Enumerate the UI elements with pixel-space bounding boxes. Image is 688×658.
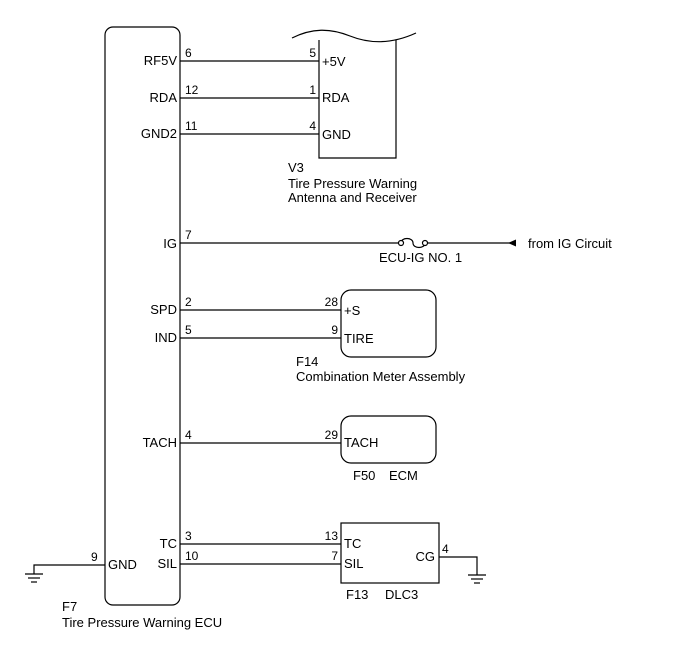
meter-pin-label: TIRE xyxy=(344,331,374,346)
meter-pin-number: 28 xyxy=(325,295,339,309)
meter-pin-label: +S xyxy=(344,303,361,318)
ecu-pin-number: 2 xyxy=(185,295,192,309)
ecm-pin-number: 29 xyxy=(325,428,339,442)
ecu-box xyxy=(104,26,181,606)
ecu-pin-number: 9 xyxy=(91,550,98,564)
ecu-name: Tire Pressure Warning ECU xyxy=(62,615,222,630)
ecm-box xyxy=(340,415,437,464)
receiver-name: Tire Pressure Warning xyxy=(288,176,417,191)
ecu-pin-label: IND xyxy=(155,330,177,345)
ecu-pin-number: 4 xyxy=(185,428,192,442)
ecu-pin-label: GND xyxy=(108,557,137,572)
receiver-pin-label: GND xyxy=(322,127,351,142)
ecu-pin-label: RF5V xyxy=(144,53,178,68)
ecu-pin-label: SIL xyxy=(157,556,177,571)
ecu-code: F7 xyxy=(62,599,77,614)
fuse-terminal-right xyxy=(421,239,429,247)
fuse-terminal-left xyxy=(397,239,405,247)
receiver-code: V3 xyxy=(288,160,304,175)
fuse-symbol xyxy=(400,237,426,249)
dlc3-pin-number: 7 xyxy=(331,549,338,563)
ground-icon xyxy=(25,573,43,583)
arrow-left-icon xyxy=(508,239,516,247)
receiver-pin-label: RDA xyxy=(322,90,350,105)
ig-source-label: from IG Circuit xyxy=(528,236,612,251)
receiver-pin-number: 4 xyxy=(309,119,316,133)
receiver-name: Antenna and Receiver xyxy=(288,190,417,205)
ecu-pin-label: TC xyxy=(160,536,177,551)
dlc3-code: F13 xyxy=(346,587,368,602)
ecm-code: F50 xyxy=(353,468,375,483)
dlc3-box xyxy=(340,522,440,584)
ecu-pin-label: RDA xyxy=(150,90,178,105)
ecm-name: ECM xyxy=(389,468,418,483)
receiver-pin-label: +5V xyxy=(322,54,346,69)
meter-box xyxy=(340,289,437,358)
receiver-box xyxy=(318,40,397,159)
ecu-pin-label: IG xyxy=(163,236,177,251)
ecu-pin-number: 3 xyxy=(185,529,192,543)
ground-icon xyxy=(468,574,486,584)
meter-pin-number: 9 xyxy=(331,323,338,337)
ecu-pin-number: 12 xyxy=(185,83,199,97)
fuse-label: ECU-IG NO. 1 xyxy=(379,250,462,265)
ecu-pin-number: 11 xyxy=(185,119,198,133)
ecu-pin-label: GND2 xyxy=(141,126,177,141)
dlc3-name: DLC3 xyxy=(385,587,418,602)
wire-ecu-gnd xyxy=(33,564,105,574)
dlc3-pin-label: SIL xyxy=(344,556,364,571)
ecu-pin-number: 5 xyxy=(185,323,192,337)
ecu-pin-label: TACH xyxy=(143,435,177,450)
dlc3-pin-label: TC xyxy=(344,536,361,551)
ecu-pin-number: 6 xyxy=(185,46,192,60)
dlc3-pin-label: CG xyxy=(416,549,436,564)
ecm-pin-label: TACH xyxy=(344,435,378,450)
receiver-break-line xyxy=(291,29,417,43)
receiver-pin-number: 5 xyxy=(309,46,316,60)
meter-name: Combination Meter Assembly xyxy=(296,369,466,384)
meter-code: F14 xyxy=(296,354,318,369)
receiver-pin-number: 1 xyxy=(309,83,316,97)
dlc3-pin-number: 13 xyxy=(325,529,339,543)
ecu-pin-label: SPD xyxy=(150,302,177,317)
wire-dlc3-cg xyxy=(439,556,478,575)
ecu-pin-number: 10 xyxy=(185,549,199,563)
dlc3-pin-number: 4 xyxy=(442,542,449,556)
ecu-pin-number: 7 xyxy=(185,228,192,242)
